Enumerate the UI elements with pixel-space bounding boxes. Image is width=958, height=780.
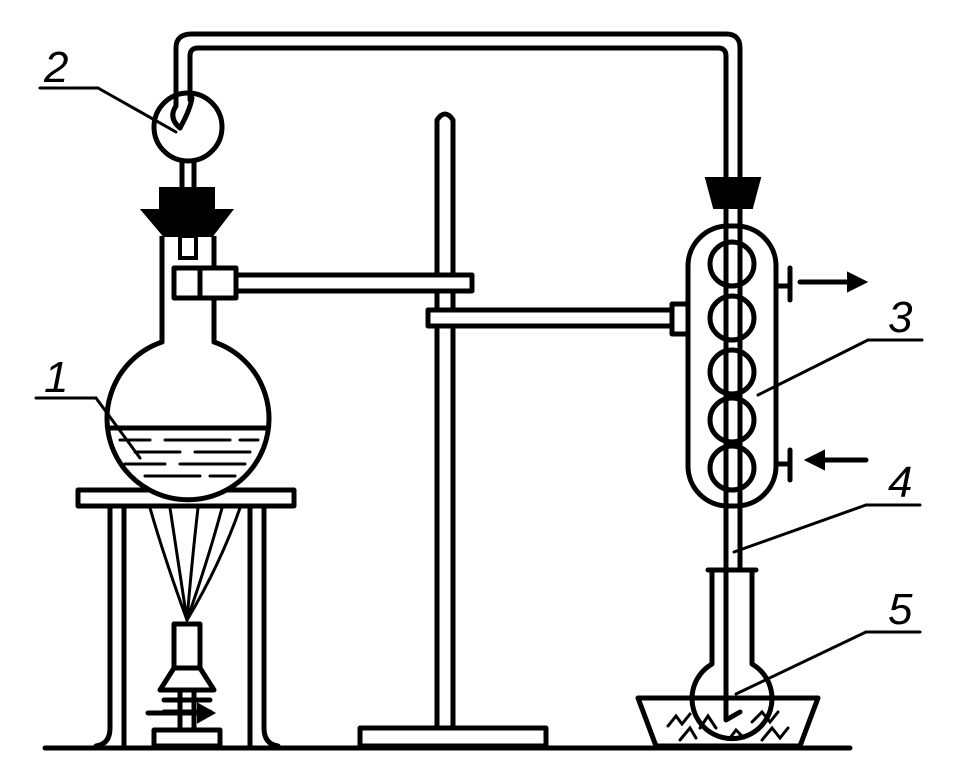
- label-flask: 1: [44, 353, 68, 402]
- condenser: [685, 177, 869, 523]
- flame: [148, 506, 242, 622]
- label-trap-bulb: 2: [43, 43, 68, 92]
- round-bottom-flask: [104, 236, 272, 503]
- leader-lines: [34, 86, 924, 696]
- label-receiver: 5: [888, 585, 913, 634]
- trap-bulb: [151, 31, 743, 181]
- ice-bath: [635, 695, 821, 749]
- burner: [145, 621, 223, 749]
- label-condenser: 3: [888, 293, 913, 342]
- retort-stand: [171, 111, 729, 749]
- flask-stopper: [139, 187, 235, 260]
- label-outlet-tube: 4: [888, 458, 912, 507]
